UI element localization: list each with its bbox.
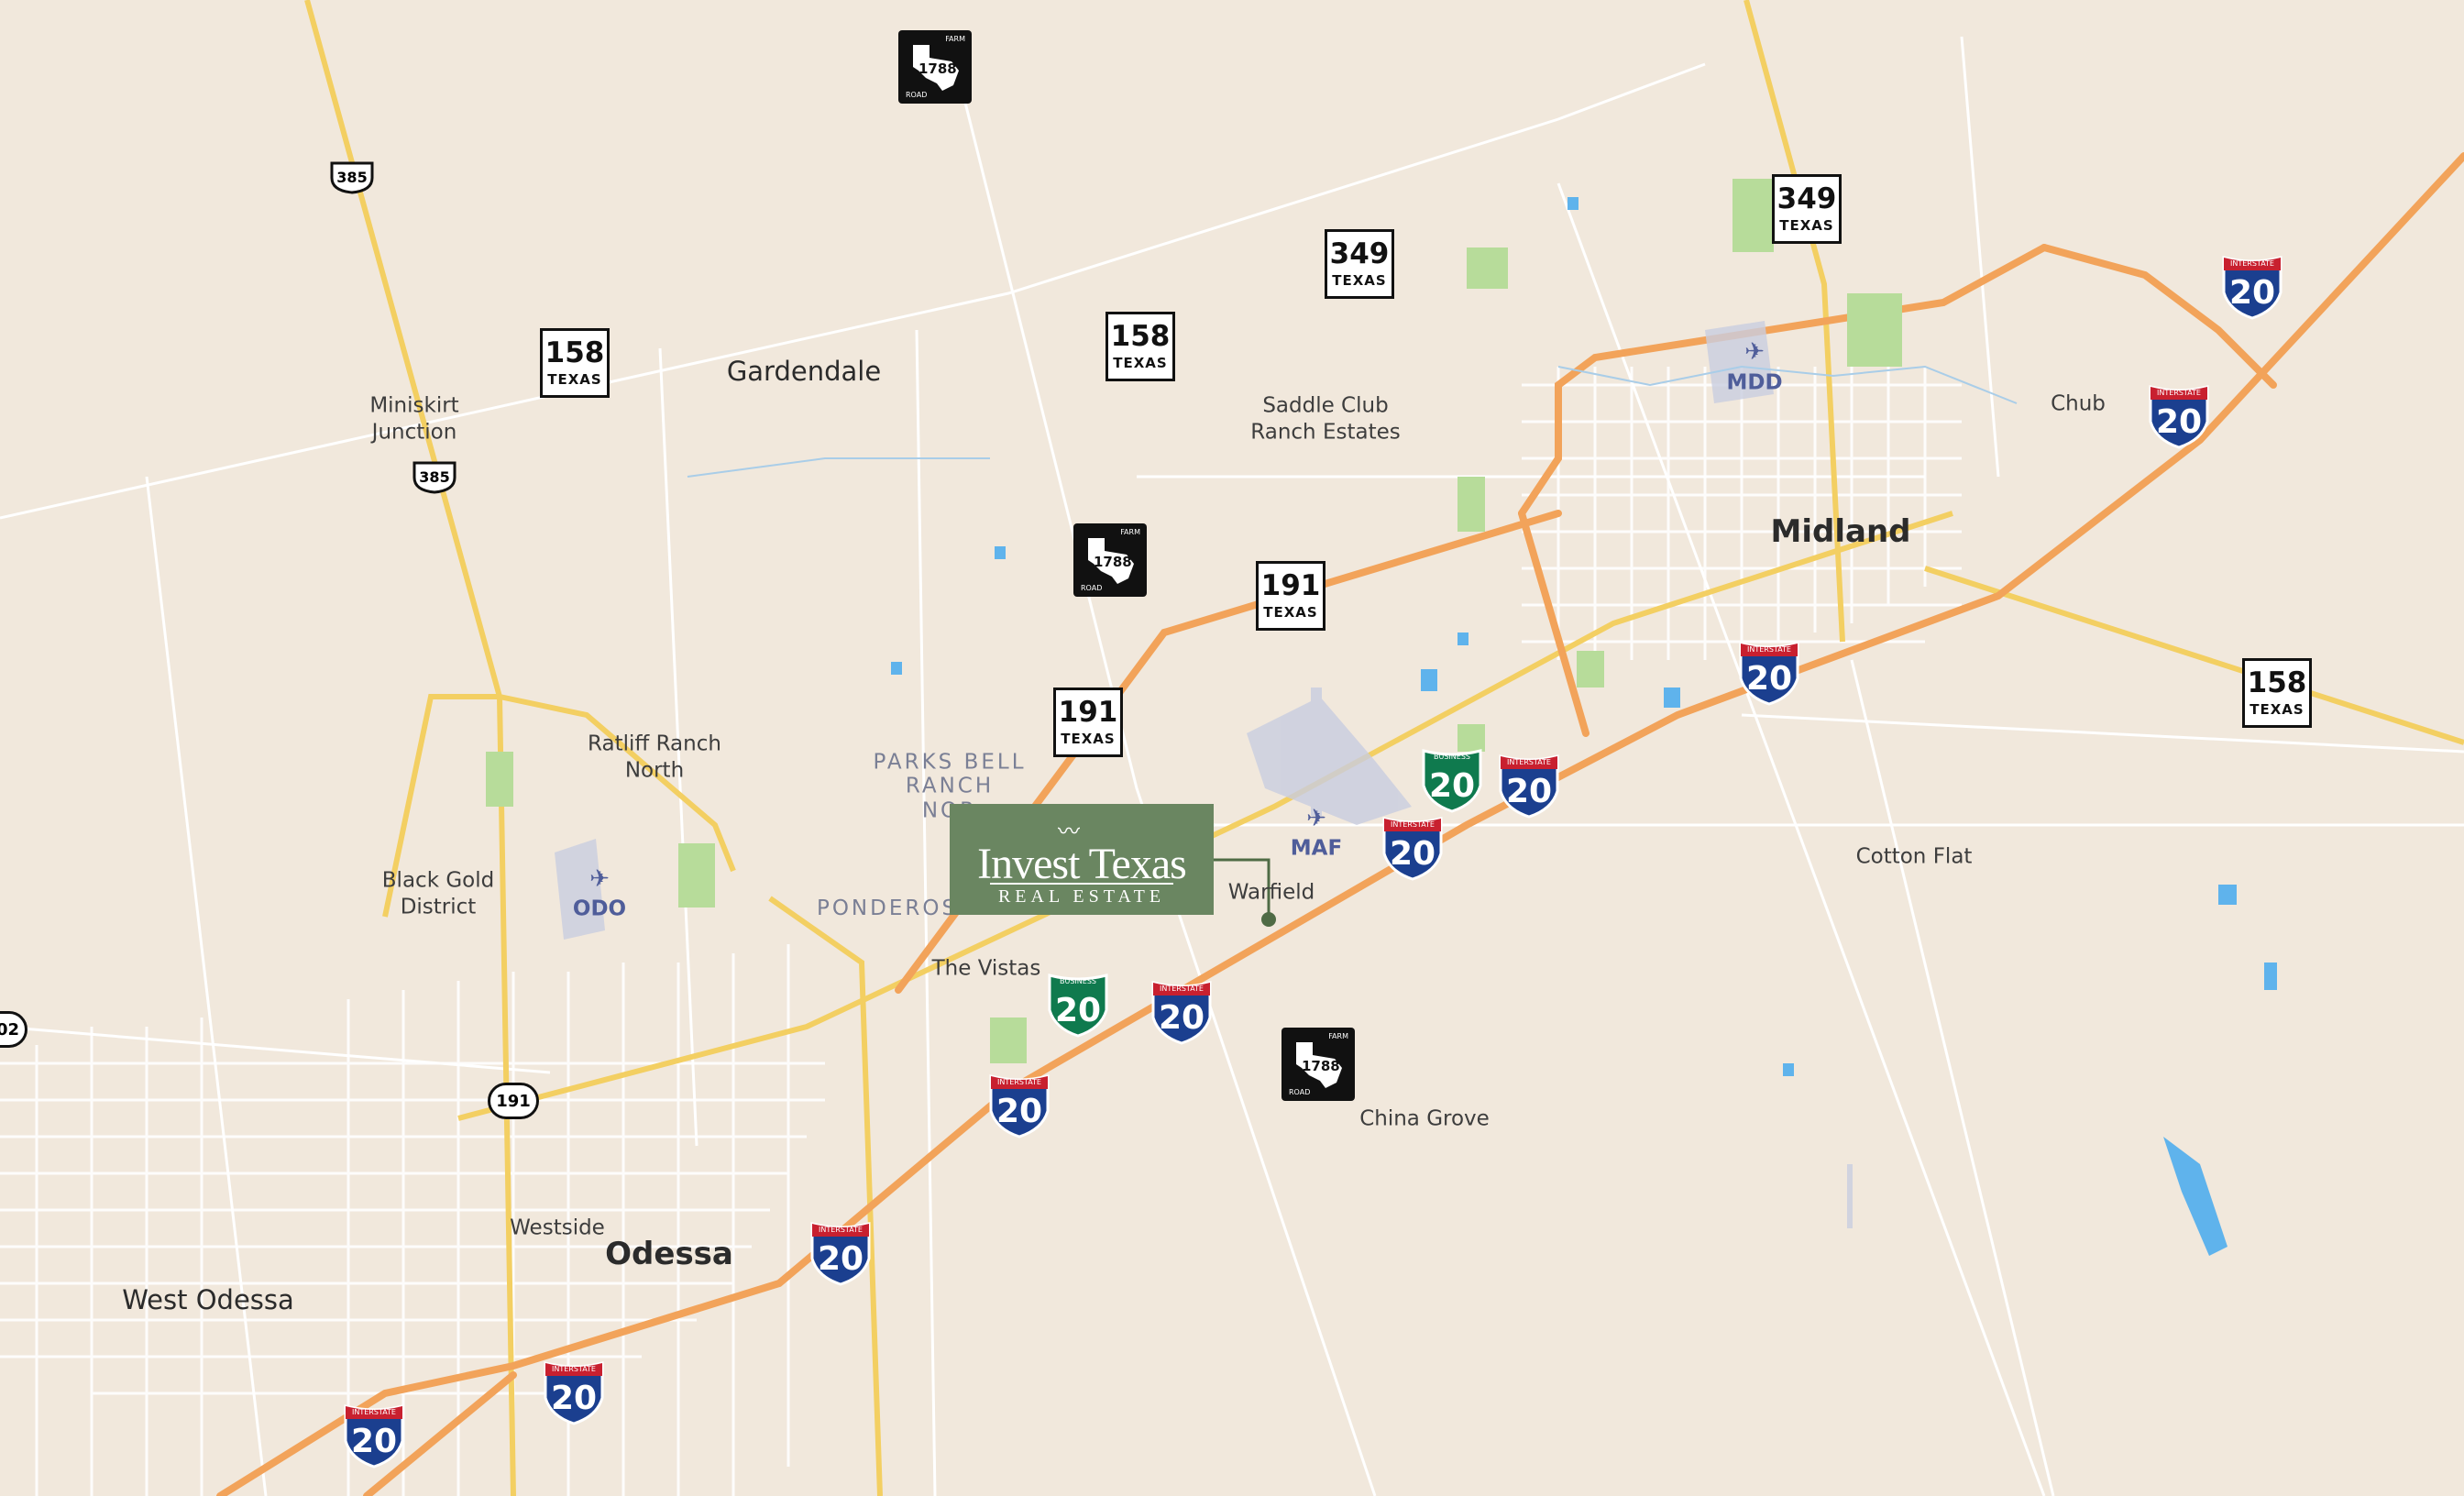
invest-texas-logo[interactable]: 〰 Invest Texas REAL ESTATE: [950, 804, 1214, 915]
business-shield-icon: [1422, 749, 1482, 813]
interstate-shield-icon: [2222, 256, 2282, 320]
label-cotton-flat: Cotton Flat: [1855, 844, 1973, 869]
label-black-gold: Black Gold District: [381, 868, 495, 918]
logo-divider: [990, 883, 1173, 885]
texas-outline-icon: [1088, 538, 1134, 584]
label-parks-bell: PARKS BELL RANCH NOR: [873, 750, 1027, 822]
texas-outline-icon: [1296, 1042, 1342, 1088]
location-pin: [1261, 912, 1276, 927]
label-chub: Chub: [2051, 391, 2106, 416]
creeks: [687, 365, 2018, 478]
label-the-vistas: The Vistas: [931, 956, 1041, 981]
label-airport-maf[interactable]: MAF: [1290, 836, 1343, 861]
svg-text:385: 385: [419, 468, 449, 486]
label-midland: Midland: [1770, 512, 1911, 550]
route-edge-shield[interactable]: 02: [0, 1011, 28, 1048]
us385-shield[interactable]: 385: [411, 459, 458, 494]
airport-areas: [555, 321, 1853, 1228]
minor-roads: [0, 36, 2464, 1496]
airplane-icon: ✈: [589, 865, 610, 893]
us385-shield[interactable]: 385: [328, 160, 376, 194]
water-bodies: [891, 197, 2277, 1256]
label-airport-mdd[interactable]: MDD: [1726, 370, 1783, 395]
interstate-shield-icon: [544, 1361, 604, 1425]
interstate-shield-icon: [2149, 385, 2209, 449]
interstate-shield-icon: [1382, 817, 1443, 881]
interstate-shield-icon: [1739, 642, 1799, 706]
sh191-oval-shield[interactable]: 191: [488, 1083, 539, 1119]
logo-subtitle: REAL ESTATE: [997, 886, 1166, 907]
interstate-shield-icon: [1499, 754, 1559, 819]
label-china-grove: China Grove: [1359, 1106, 1490, 1131]
label-airport-odo[interactable]: ODO: [572, 896, 627, 921]
street-grid-odessa: [0, 944, 825, 1496]
highways-yellow: [304, 0, 2464, 1496]
interstate-shield-icon: [989, 1074, 1050, 1138]
parks: [486, 179, 1902, 1063]
label-westside: Westside: [510, 1216, 605, 1240]
label-gardendale: Gardendale: [726, 355, 882, 387]
location-connector: [1214, 858, 1270, 919]
logo-title: Invest Texas: [977, 840, 1187, 888]
label-warfield: Warfield: [1227, 880, 1315, 905]
label-odessa: Odessa: [605, 1235, 733, 1272]
label-ratliff-ranch: Ratliff Ranch North: [588, 732, 721, 782]
airplane-icon: ✈: [1744, 338, 1765, 366]
us-shield-icon: 385: [412, 461, 456, 494]
us-shield-icon: 385: [330, 161, 374, 194]
interstate-shield-icon: [810, 1222, 871, 1286]
label-miniskirt-junction: Miniskirt Junction: [369, 393, 459, 444]
interstate-shield-icon: [1151, 981, 1212, 1045]
airplane-icon: ✈: [1306, 805, 1326, 832]
roadrunner-icon: 〰: [1058, 820, 1080, 844]
svg-text:385: 385: [336, 169, 367, 186]
business-shield-icon: [1048, 974, 1108, 1038]
label-west-odessa: West Odessa: [122, 1283, 294, 1315]
texas-outline-icon: [913, 45, 959, 91]
interstate-shield-icon: [344, 1404, 404, 1468]
label-ponderosa: PONDEROS: [816, 896, 959, 920]
label-saddle-club: Saddle Club Ranch Estates: [1250, 393, 1401, 444]
